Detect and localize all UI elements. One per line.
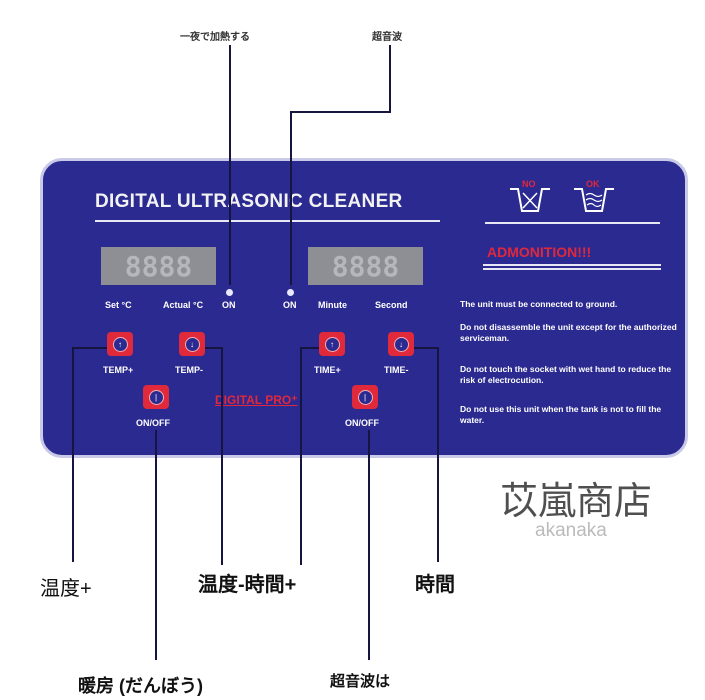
leader-line bbox=[221, 347, 223, 565]
temp-plus-button[interactable]: ↑ bbox=[107, 332, 133, 356]
heat-onoff-label: ON/OFF bbox=[136, 418, 170, 428]
heat-on-label: ON bbox=[222, 300, 236, 310]
leader-line bbox=[300, 347, 319, 349]
time-minus-label: TIME- bbox=[384, 365, 409, 375]
temperature-display: 8888 bbox=[101, 247, 216, 285]
no-wash-icon: NO bbox=[508, 175, 552, 220]
admonition-rule-2 bbox=[483, 268, 661, 270]
annotation-time: 時間 bbox=[415, 574, 455, 596]
leader-line bbox=[290, 111, 292, 285]
no-label: NO bbox=[522, 179, 536, 189]
arrow-up-icon: ↑ bbox=[112, 336, 128, 352]
annotation-temp-plus: 温度+ bbox=[40, 578, 92, 600]
leader-line bbox=[72, 347, 74, 562]
icons-divider bbox=[485, 222, 660, 224]
warning-1: The unit must be connected to ground. bbox=[460, 299, 618, 309]
minute-label: Minute bbox=[318, 300, 347, 310]
ok-label: OK bbox=[586, 179, 600, 189]
time-minus-button[interactable]: ↓ bbox=[388, 332, 414, 356]
watermark: 苡嵐商店 bbox=[500, 479, 653, 523]
watermark-sub: akanaka bbox=[535, 520, 607, 541]
heat-indicator-dot bbox=[226, 289, 233, 296]
annotation-ultrasonic-top: 超音波 bbox=[372, 32, 402, 43]
leader-line bbox=[414, 347, 438, 349]
leader-line bbox=[229, 45, 231, 285]
ultrasonic-indicator-dot bbox=[287, 289, 294, 296]
leader-line bbox=[389, 45, 391, 112]
ok-wash-icon: OK bbox=[572, 175, 616, 220]
leader-line bbox=[437, 347, 439, 562]
temp-minus-button[interactable]: ↓ bbox=[179, 332, 205, 356]
time-plus-button[interactable]: ↑ bbox=[319, 332, 345, 356]
leader-line bbox=[155, 430, 157, 660]
heat-onoff-button[interactable]: | bbox=[143, 385, 169, 409]
leader-line bbox=[72, 347, 107, 349]
temp-minus-label: TEMP- bbox=[175, 365, 203, 375]
leader-line bbox=[205, 347, 223, 349]
power-icon: | bbox=[357, 389, 373, 405]
arrow-down-icon: ↓ bbox=[393, 336, 409, 352]
second-label: Second bbox=[375, 300, 408, 310]
ultrasonic-on-label: ON bbox=[283, 300, 297, 310]
leader-line bbox=[290, 111, 391, 113]
admonition-rule-1 bbox=[483, 264, 661, 266]
warning-2: Do not disassemble the unit except for t… bbox=[460, 322, 677, 343]
warning-3: Do not touch the socket with wet hand to… bbox=[460, 364, 672, 385]
leader-line bbox=[300, 347, 302, 565]
arrow-up-icon: ↑ bbox=[324, 336, 340, 352]
annotation-temp-minus-time-plus: 温度-時間+ bbox=[198, 574, 297, 596]
arrow-down-icon: ↓ bbox=[184, 336, 200, 352]
leader-line bbox=[368, 430, 370, 660]
time-display: 8888 bbox=[308, 247, 423, 285]
title-divider bbox=[95, 220, 440, 222]
annotation-overnight-heat: 一夜で加熱する bbox=[180, 32, 250, 43]
set-temp-label: Set °C bbox=[105, 300, 132, 310]
ultrasonic-onoff-button[interactable]: | bbox=[352, 385, 378, 409]
panel-title: DIGITAL ULTRASONIC CLEANER bbox=[95, 191, 403, 212]
admonition-heading: ADMONITION!!! bbox=[487, 244, 592, 260]
annotation-heating: 暖房 (だんぼう) bbox=[78, 676, 203, 696]
power-icon: | bbox=[148, 389, 164, 405]
temp-plus-label: TEMP+ bbox=[103, 365, 134, 375]
warning-4: Do not use this unit when the tank is no… bbox=[460, 404, 662, 425]
annotation-ultrasonic-bottom: 超音波は bbox=[330, 673, 391, 690]
time-plus-label: TIME+ bbox=[314, 365, 341, 375]
actual-temp-label: Actual °C bbox=[163, 300, 204, 310]
ultrasonic-onoff-label: ON/OFF bbox=[345, 418, 379, 428]
brand-logo: DIGITAL PRO⁺ bbox=[215, 393, 298, 407]
